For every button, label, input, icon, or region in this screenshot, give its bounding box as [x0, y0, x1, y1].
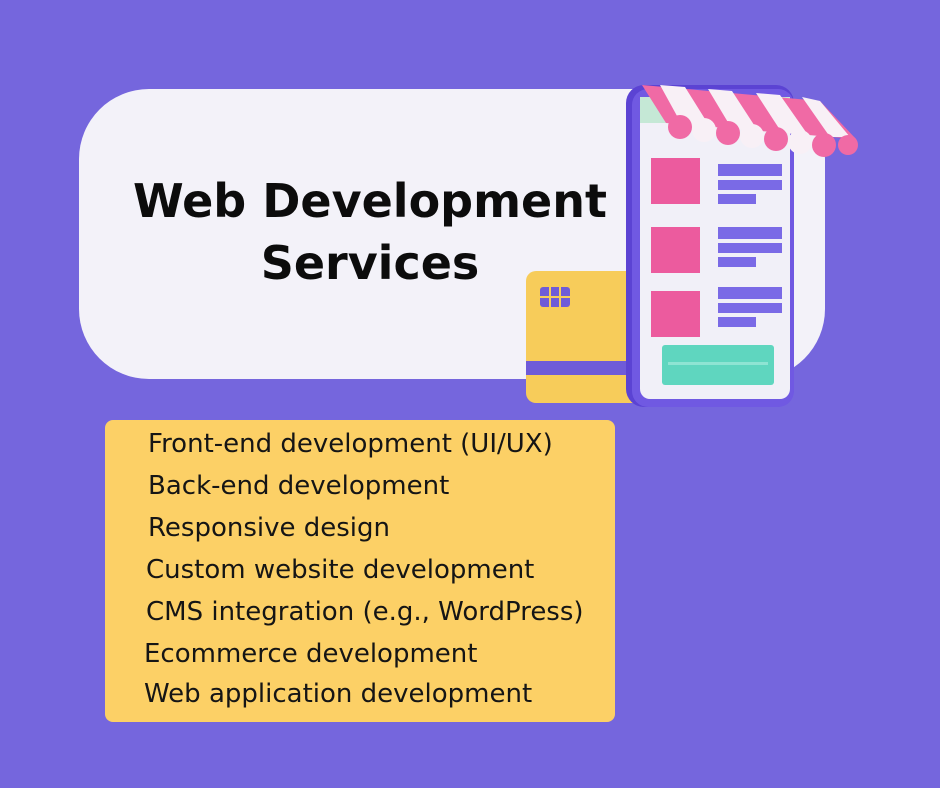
services-list [105, 420, 615, 722]
page-title: Web Development Services [80, 170, 660, 294]
service-item-web-application: Web application development [144, 679, 533, 709]
title-line-2: Services [260, 236, 480, 290]
credit-card-icon [526, 271, 646, 403]
service-item-frontend: Front-end development (UI/UX) [148, 429, 553, 459]
service-item-responsive: Responsive design [148, 513, 390, 543]
online-shop-phone-with-card-icon [526, 85, 858, 407]
service-item-cms: CMS integration (e.g., WordPress) [146, 597, 584, 627]
service-item-custom-website: Custom website development [146, 555, 535, 585]
title-line-1: Web Development [133, 174, 607, 228]
awning-icon [642, 85, 858, 157]
service-item-ecommerce: Ecommerce development [144, 639, 478, 669]
service-item-backend: Back-end development [148, 471, 450, 501]
